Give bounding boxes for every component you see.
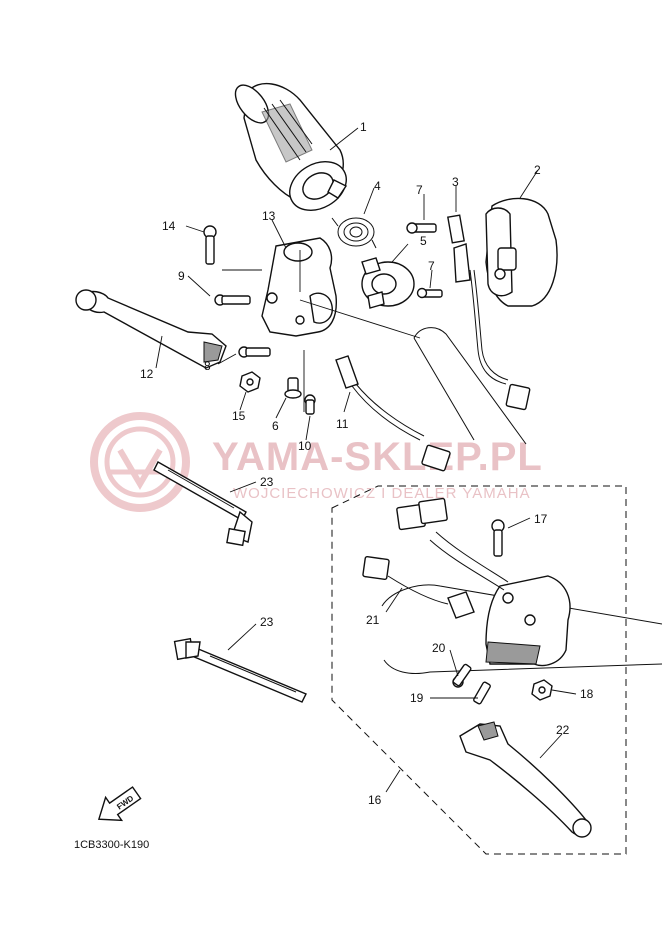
leader-lines [155, 127, 577, 793]
assembly-16-screw-19 [473, 681, 491, 705]
watermark-logo [90, 412, 190, 512]
part-screw-10 [304, 394, 316, 415]
callout-16: 16 [368, 793, 382, 807]
part-lever-12 [75, 289, 227, 369]
callout-8: 8 [204, 359, 211, 373]
fwd-arrow-icon: FWD [97, 786, 142, 822]
callout-5: 5 [420, 234, 427, 248]
callout-12: 12 [140, 367, 154, 381]
callout-22: 22 [556, 723, 570, 737]
assembly-16-wires [362, 497, 509, 619]
part-cable-tie-lower [173, 637, 307, 703]
part-nut-15 [239, 371, 261, 393]
part-screw-14 [203, 225, 217, 265]
part-screws-7 [406, 222, 443, 299]
part-screw-8 [238, 346, 271, 358]
callout-11: 11 [336, 417, 349, 431]
callout-1: 1 [360, 120, 367, 134]
callout-10: 10 [298, 439, 312, 453]
callout-6: 6 [272, 419, 279, 433]
callout-20: 20 [432, 641, 446, 655]
callout-14: 14 [162, 219, 176, 233]
assembly-16-nut-18 [531, 679, 553, 701]
callout-23a: 23 [260, 475, 274, 489]
part-spring [331, 217, 377, 249]
watermark-subtext: WOJCIECHOWICZ I DEALER YAMAHA [233, 485, 531, 502]
callout-9: 9 [178, 269, 185, 283]
callout-4: 4 [374, 179, 381, 193]
assembly-16-screw-17 [491, 519, 505, 557]
callouts: 1 2 3 4 5 6 7 7 8 9 10 11 12 13 14 15 16… [140, 120, 594, 807]
callout-17: 17 [534, 512, 548, 526]
drawing-code: 1CB3300-K190 [74, 839, 149, 851]
callout-3: 3 [452, 175, 459, 189]
assembly-16-box [331, 485, 627, 855]
assembly-16-lever-22 [459, 721, 592, 838]
assembly-16-screw-20 [452, 663, 472, 688]
watermark-text: YAMA-SKLEP.PL [212, 435, 543, 479]
callout-7a: 7 [416, 183, 423, 197]
part-grip [234, 82, 348, 211]
part-switch-housing [447, 197, 558, 307]
callout-21: 21 [366, 613, 380, 627]
part-lever-bracket [261, 237, 337, 337]
watermark: YAMA-SKLEP.PL WOJCIECHOWICZ I DEALER YAM… [90, 412, 543, 512]
callout-18: 18 [580, 687, 594, 701]
callout-13: 13 [262, 209, 276, 223]
assembly-16-bracket [485, 575, 571, 667]
callout-19: 19 [410, 691, 424, 705]
callout-15: 15 [232, 409, 246, 423]
callout-23b: 23 [260, 615, 274, 629]
part-bolt-6 [284, 377, 302, 399]
part-collar [361, 257, 415, 309]
callout-7b: 7 [428, 259, 435, 273]
part-switch-wire [469, 269, 531, 411]
part-screw-9 [214, 294, 251, 306]
callout-2: 2 [534, 163, 541, 177]
part-cable-tie-upper [153, 461, 253, 547]
handlebar-tube [381, 327, 662, 674]
part-switch-11 [335, 355, 451, 472]
